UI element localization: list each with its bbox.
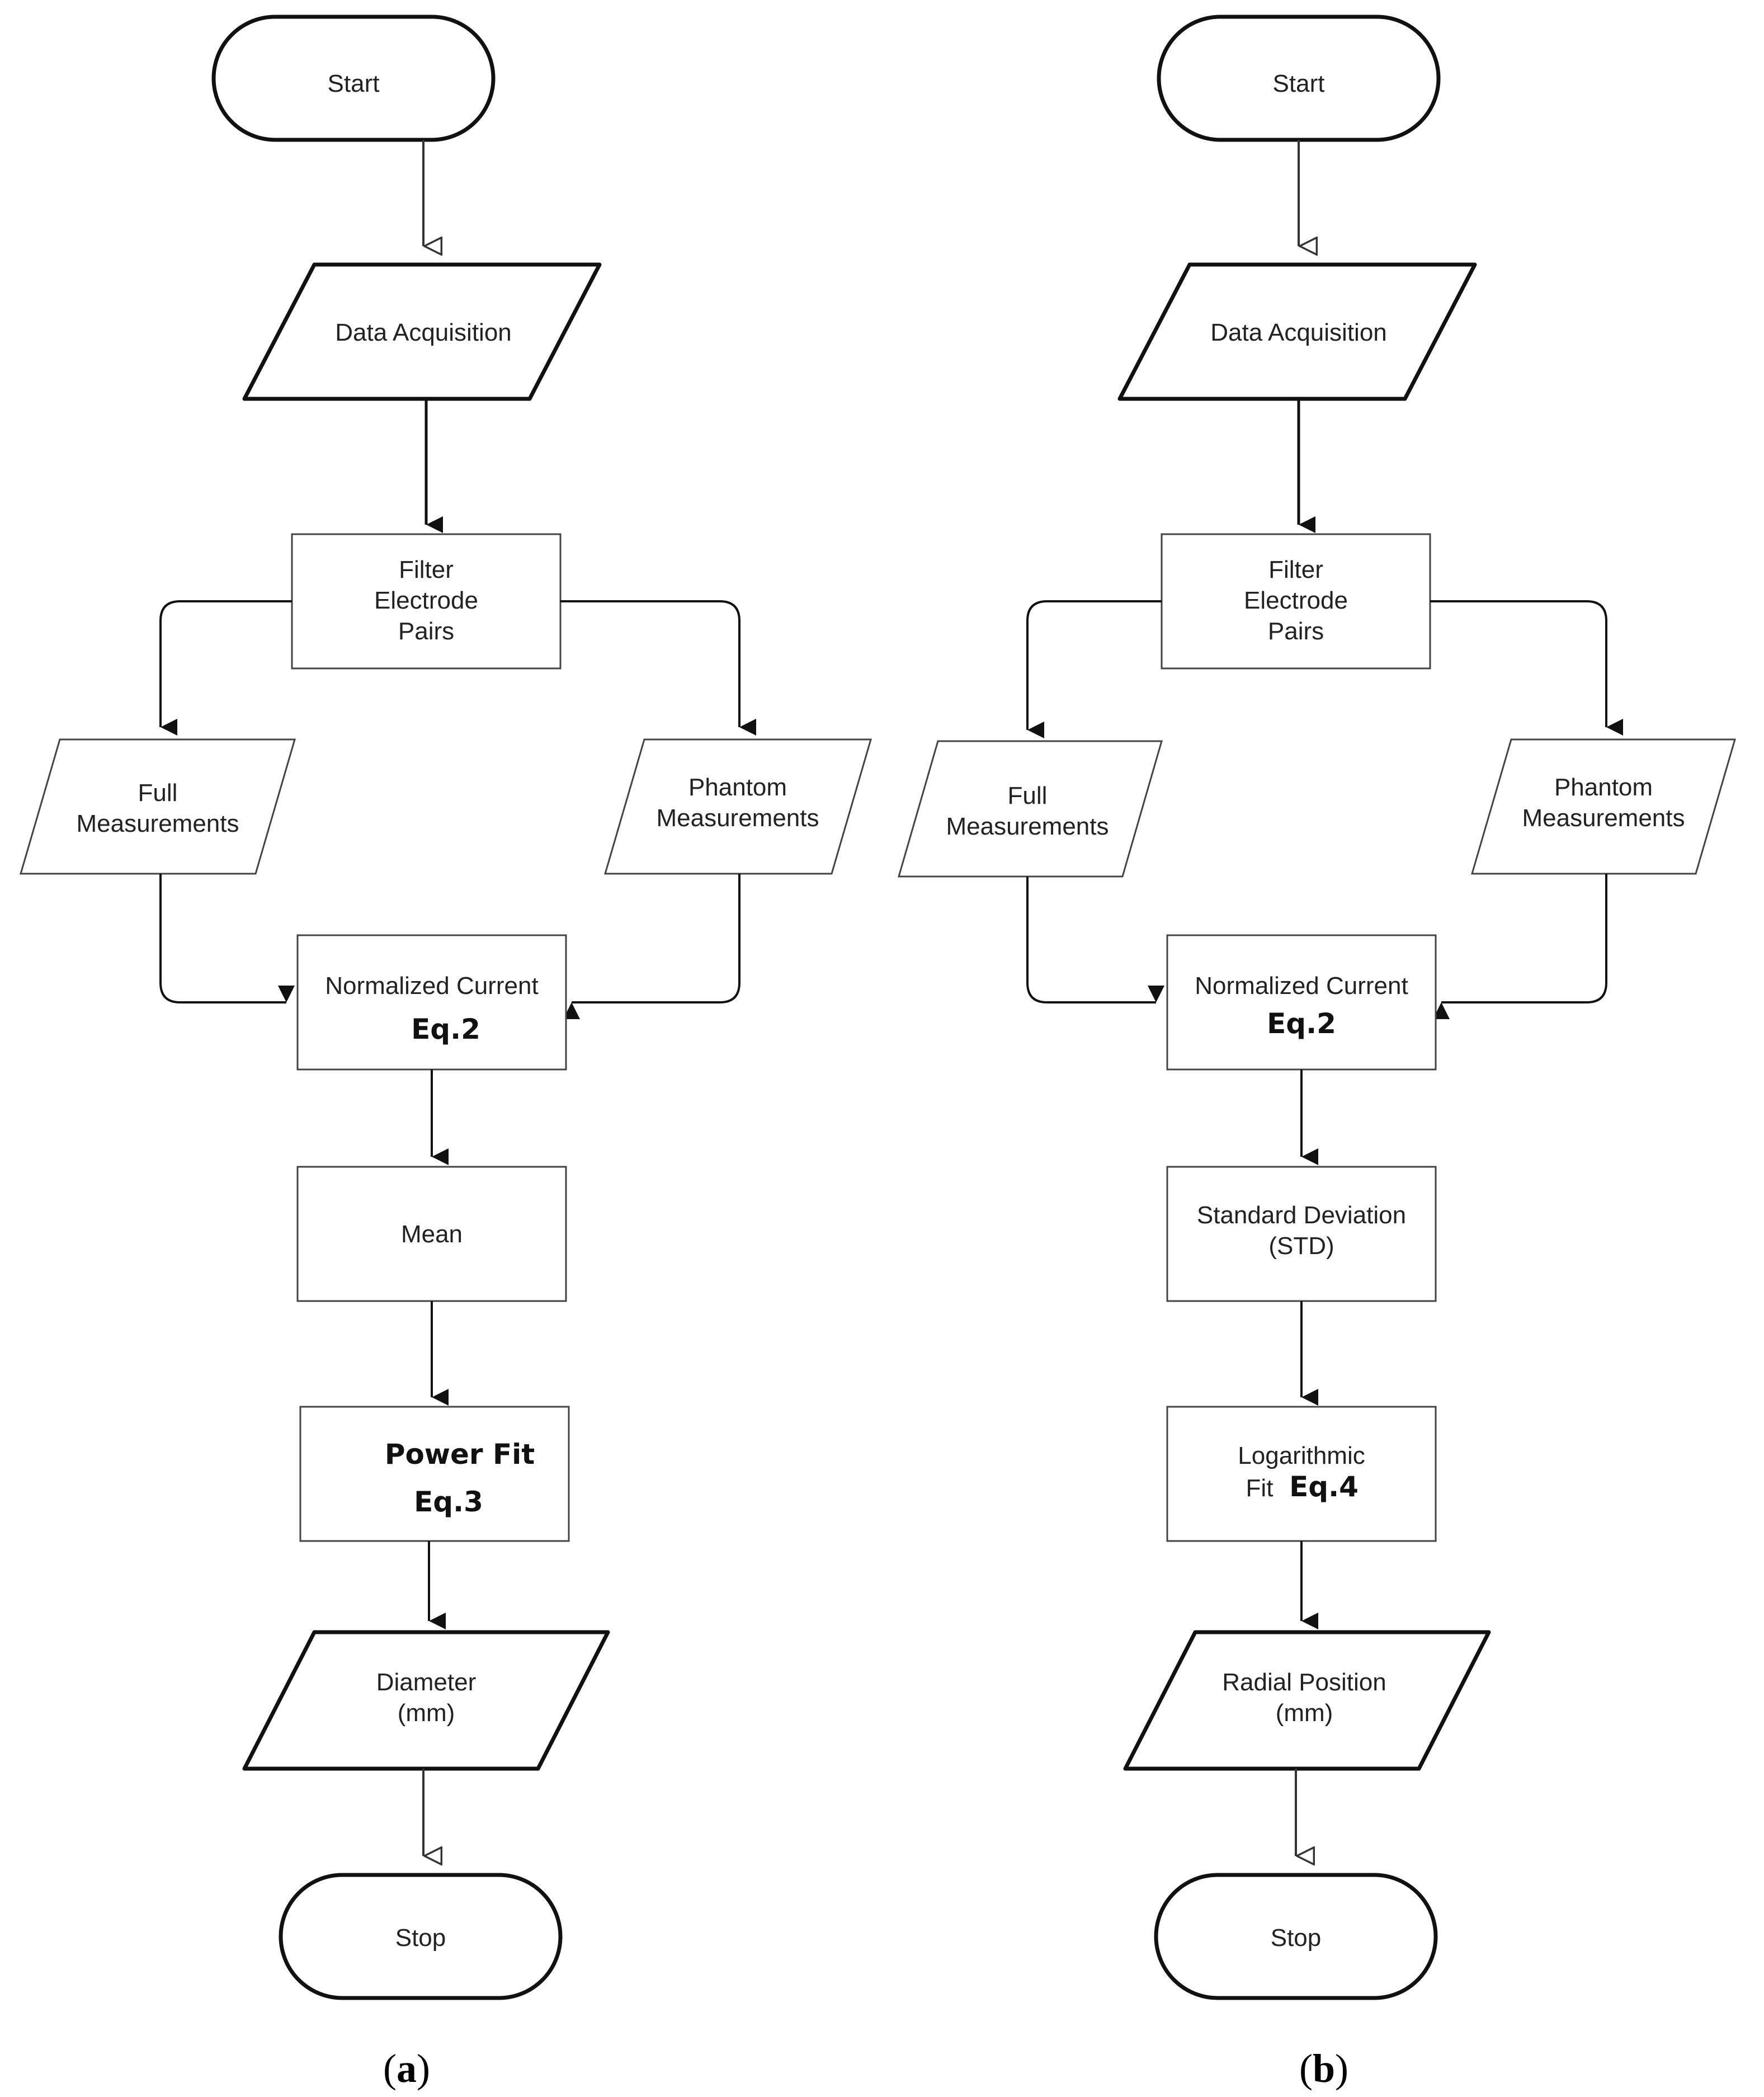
radial-position-label-1: Radial Position [1222,1669,1386,1696]
mean-label: Mean [401,1220,463,1248]
connector-filter-to-full [159,600,292,736]
start-terminator: Start [1157,15,1441,142]
connector-phantom-to-normalized [1433,874,1607,1019]
power-fit-process: Power Fit Eq.3 [299,1406,570,1542]
data-acquisition-io: Data Acquisition [242,262,602,401]
connector-full-to-normalized [159,874,295,1003]
flowchart-a: Start Data Acquisition Filter Electrode … [20,15,872,2091]
filter-process: Filter Electrode Pairs [1161,533,1431,670]
data-acquisition-label: Data Acquisition [1210,319,1387,346]
diameter-label-2: (mm) [398,1699,455,1727]
filter-label-2: Electrode [1244,587,1348,614]
caption-b: (b) [1299,2046,1348,2091]
start-label: Start [328,70,380,97]
stop-terminator: Stop [279,1873,563,2000]
full-measurements-io: Full Measurements [898,740,1163,878]
phantom-measurements-label-1: Phantom [1554,774,1653,801]
log-fit-process: Logarithmic Fit Eq.4 [1166,1406,1437,1542]
normalized-current-label: Normalized Current [325,972,538,1000]
connector-filter-to-phantom [560,600,756,736]
log-fit-label: Logarithmic [1238,1442,1365,1469]
filter-label-2: Electrode [374,587,478,614]
filter-label-1: Filter [1268,556,1323,583]
phantom-measurements-io: Phantom Measurements [604,738,872,875]
diameter-io: Diameter (mm) [242,1630,610,1771]
mean-process: Mean [296,1166,567,1302]
diameter-label-1: Diameter [376,1669,477,1696]
log-fit-eq: Eq.4 [1289,1471,1359,1503]
phantom-measurements-label-1: Phantom [688,774,787,801]
full-measurements-label-2: Measurements [946,813,1109,840]
normalized-current-eq: Eq.2 [1267,1007,1336,1040]
stop-terminator: Stop [1154,1873,1438,2000]
connector-filter-to-full [1026,600,1162,738]
filter-process: Filter Electrode Pairs [291,533,562,670]
data-acquisition-io: Data Acquisition [1117,262,1477,401]
start-terminator: Start [211,15,496,142]
filter-label-1: Filter [399,556,454,583]
caption-a: (a) [383,2046,430,2091]
phantom-measurements-label-2: Measurements [1522,804,1685,832]
radial-position-io: Radial Position (mm) [1123,1630,1491,1771]
power-fit-eq: Eq.3 [414,1486,483,1518]
normalized-current-process: Normalized Current Eq.2 [1166,934,1437,1071]
connector-phantom-to-normalized [563,874,740,1019]
stop-label: Stop [395,1924,446,1952]
data-acquisition-label: Data Acquisition [335,319,512,346]
full-measurements-label-1: Full [1008,782,1048,809]
normalized-current-label: Normalized Current [1195,972,1408,1000]
std-label-1: Standard Deviation [1197,1201,1406,1229]
full-measurements-label-2: Measurements [76,810,239,837]
std-process: Standard Deviation (STD) [1166,1166,1437,1302]
phantom-measurements-io: Phantom Measurements [1471,738,1736,875]
full-measurements-io: Full Measurements [20,738,296,875]
flowchart-b: Start Data Acquisition Filter Electrode … [898,15,1736,2091]
radial-position-label-2: (mm) [1276,1699,1333,1727]
filter-label-3: Pairs [1268,618,1324,645]
connector-filter-to-phantom [1430,600,1623,736]
normalized-current-eq: Eq.2 [411,1013,480,1045]
start-label: Start [1273,70,1325,97]
stop-label: Stop [1271,1924,1322,1952]
log-fit-label-2: Fit [1246,1474,1274,1502]
normalized-current-process: Normalized Current Eq.2 [296,934,567,1071]
std-label-2: (STD) [1268,1232,1334,1260]
full-measurements-label-1: Full [138,779,178,807]
connector-full-to-normalized [1026,877,1164,1003]
filter-label-3: Pairs [398,618,454,645]
power-fit-label: Power Fit [385,1438,535,1471]
phantom-measurements-label-2: Measurements [656,804,819,832]
